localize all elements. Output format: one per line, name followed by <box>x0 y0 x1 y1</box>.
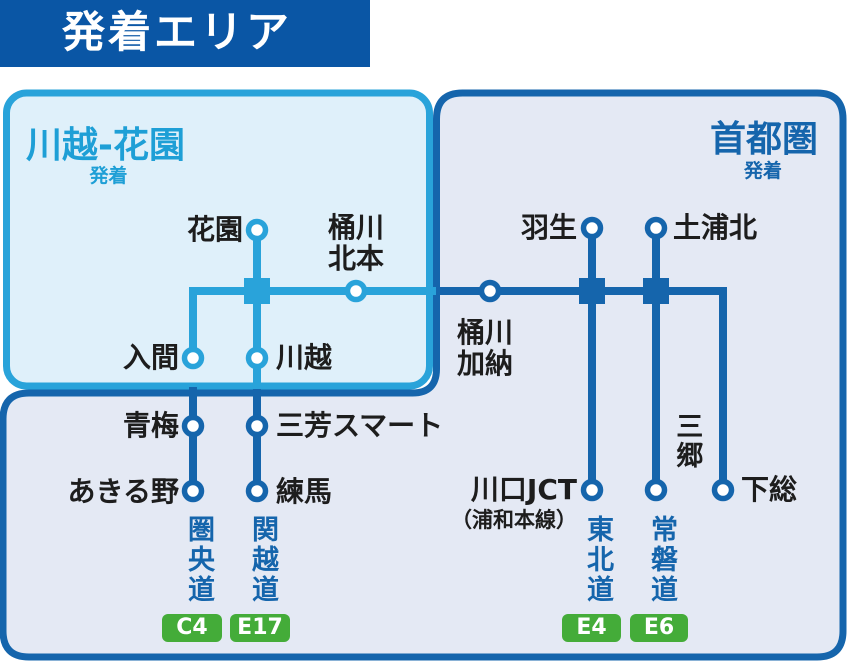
area-title-shutoken: 首都圏 <box>709 119 818 160</box>
node-tsuchiura-kita <box>644 216 668 240</box>
station-label-nerima: 練馬 <box>276 475 333 508</box>
node-miyoshi-smart <box>245 414 269 438</box>
station-label-akiruno: あきる野 <box>67 475 179 508</box>
station-label-misato: 三郷 <box>671 412 703 470</box>
station-label-kawagoe: 川越 <box>276 341 333 374</box>
station-label-hanyu: 羽生 <box>520 211 577 244</box>
route-main-dark <box>430 287 727 490</box>
station-label-hanazono: 花園 <box>186 213 243 246</box>
junction-square-kawagoe <box>244 278 270 304</box>
area-sub-kawagoe-hanazono: 発着 <box>89 165 128 187</box>
node-okegawa-kitamoto <box>344 279 368 303</box>
station-label-kawaguchi-jct: 川口JCT <box>470 473 577 506</box>
node-iruma <box>181 346 205 370</box>
road-label-kanetsudo: 関越道 <box>247 515 278 605</box>
title-bar <box>0 0 370 67</box>
road-label-tohokudo: 東北道 <box>582 515 613 605</box>
kawagoe-hanazono-area-box <box>3 89 433 390</box>
shutoken-area-box <box>0 89 847 661</box>
road-label-kenodo: 圏央道 <box>183 515 214 605</box>
station-label-shimousa: 下総 <box>741 473 798 506</box>
node-oume <box>181 414 205 438</box>
node-akiruno <box>181 479 205 503</box>
node-nerima <box>245 479 269 503</box>
route-badge-e4: E4 <box>562 614 621 642</box>
route-badge-e17: E17 <box>230 614 290 642</box>
route-badge-e6: E6 <box>630 614 688 642</box>
node-okegawa-kano <box>478 279 502 303</box>
junction-square-kuki-shiraoka <box>579 278 605 304</box>
route-badge-c4: C4 <box>162 614 222 642</box>
node-hanyu <box>580 216 604 240</box>
station-label-okegawa-kano: 桶川 加納 <box>457 316 514 381</box>
node-kawagoe <box>245 346 269 370</box>
station-label-kawaguchi-jct-sub: （浦和本線） <box>451 508 577 532</box>
node-shimousa <box>711 478 735 502</box>
station-label-oume: 青梅 <box>122 409 179 442</box>
station-label-tsuchiura-kita: 土浦北 <box>673 211 758 244</box>
junction-square-tsukuba <box>643 278 669 304</box>
node-misato <box>644 478 668 502</box>
area-sub-shutoken: 発着 <box>743 160 782 182</box>
station-label-miyoshi-smart: 三芳スマート <box>276 409 444 442</box>
figure-title: 発着エリア <box>62 8 292 58</box>
station-label-okegawa-kitamoto: 桶川 北本 <box>328 211 385 276</box>
station-label-iruma: 入間 <box>122 341 179 374</box>
node-kawaguchi-jct <box>580 478 604 502</box>
node-hanazono <box>245 218 269 242</box>
road-label-jobando: 常磐道 <box>646 515 677 605</box>
area-title-kawagoe-hanazono: 川越-花園 <box>26 125 185 166</box>
